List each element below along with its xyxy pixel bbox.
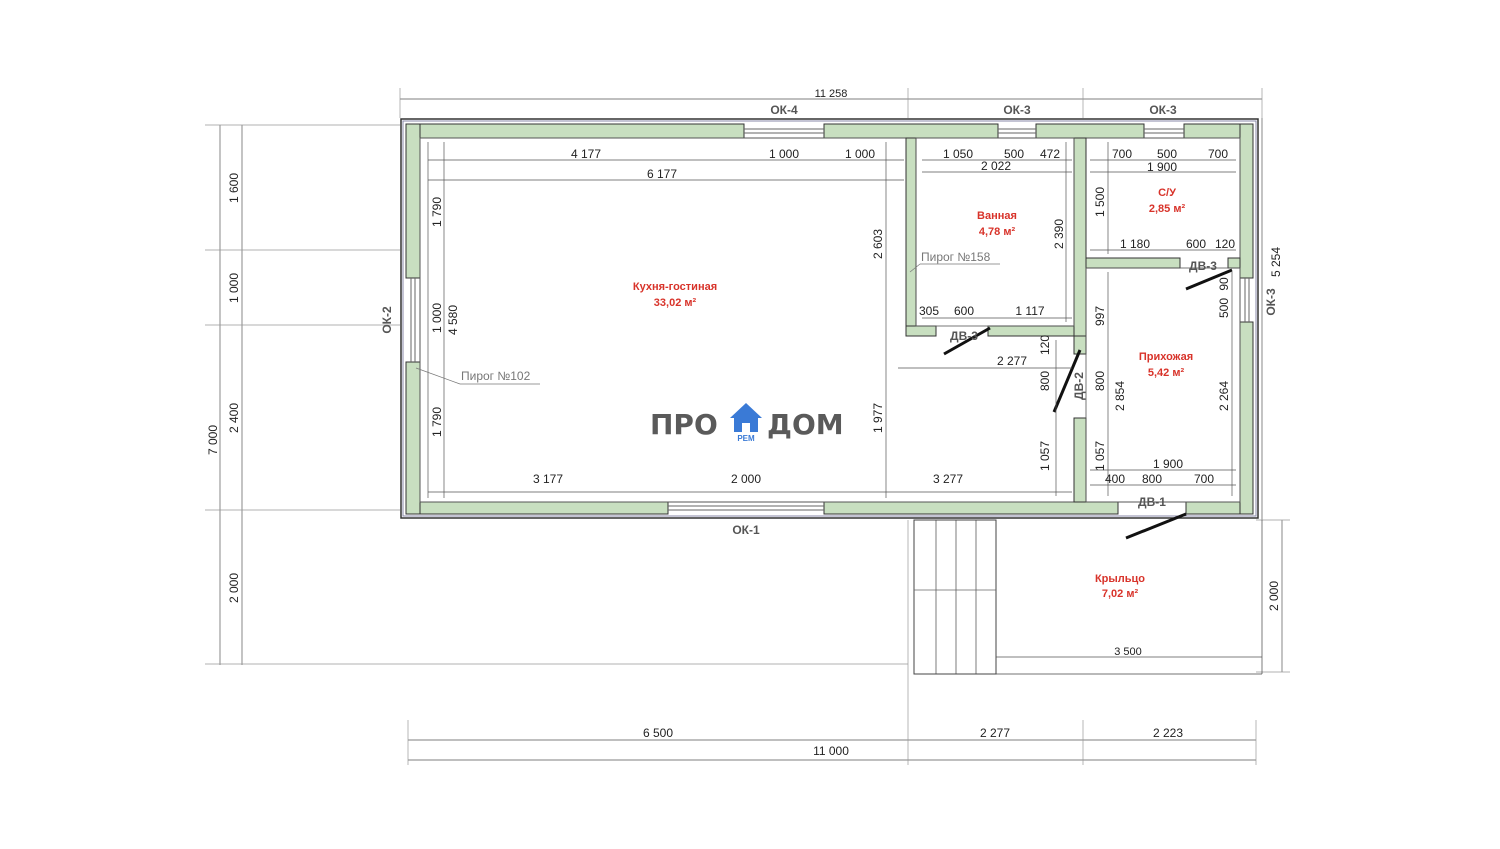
door-swings — [943, 268, 1233, 540]
dim-b-top-b: 500 — [1004, 147, 1024, 161]
dim-bottom-b: 2 277 — [980, 726, 1010, 740]
window-label-ok3-c: ОК-3 — [1264, 288, 1278, 316]
room-hall-name: Прихожая — [1139, 351, 1193, 363]
door-label-dv2: ДВ-2 — [1072, 372, 1086, 400]
dim-left-total: 7 000 — [206, 425, 220, 455]
room-porch-area: 7,02 м² — [1102, 588, 1139, 600]
window-label-ok4: ОК-4 — [770, 103, 798, 117]
dim-b-bot-b: 600 — [954, 304, 974, 318]
dim-k-mid-a: 2 603 — [871, 229, 885, 259]
window-label-ok3-b: ОК-3 — [1149, 103, 1177, 117]
dim-h-d: 800 — [1093, 371, 1107, 391]
dim-k-top-a: 4 177 — [571, 147, 601, 161]
dim-h-f: 1 057 — [1093, 441, 1107, 471]
dim-left-b: 1 000 — [227, 273, 241, 303]
dim-right-total: 5 254 — [1269, 247, 1283, 277]
dim-h-h: 2 264 — [1217, 381, 1231, 411]
room-kitchen-area: 33,02 м² — [654, 297, 697, 309]
dim-h-j: 90 — [1217, 277, 1231, 291]
door-label-dv1: ДВ-1 — [1138, 495, 1166, 509]
dim-h-bot-a: 400 — [1105, 472, 1125, 486]
room-kitchen-name: Кухня-гостиная — [633, 281, 717, 293]
room-porch-name: Крыльцо — [1095, 573, 1145, 585]
dim-k-top-b: 1 000 — [769, 147, 799, 161]
dim-h-c: 800 — [1038, 371, 1052, 391]
window-label-ok2: ОК-2 — [380, 306, 394, 334]
dim-bottom-a: 6 500 — [643, 726, 673, 740]
dim-k-left-total: 4 580 — [446, 305, 460, 335]
overall-dimensions: 11 258 6 500 2 277 2 223 11 000 7 000 1 … — [205, 88, 1290, 765]
dim-k-top-total: 6 177 — [647, 167, 677, 181]
dim-b-height: 2 390 — [1052, 219, 1066, 249]
note-pie102: Пирог №102 — [461, 369, 531, 383]
dim-h-a: 997 — [1093, 306, 1107, 326]
dim-porch-width: 3 500 — [1114, 646, 1142, 658]
dim-k-left-c: 1 790 — [430, 407, 444, 437]
dim-bottom-total: 11 000 — [813, 744, 849, 758]
dim-h-i: 500 — [1217, 298, 1231, 318]
dim-w-bot-b: 600 — [1186, 237, 1206, 251]
dim-k-top-c: 1 000 — [845, 147, 875, 161]
window-label-ok3-a: ОК-3 — [1003, 103, 1031, 117]
dim-w-width: 1 900 — [1147, 160, 1177, 174]
room-bath-area: 4,78 м² — [979, 226, 1016, 238]
house-icon — [730, 403, 762, 432]
dim-h-b: 120 — [1038, 335, 1052, 355]
note-pie158: Пирог №158 — [921, 250, 991, 264]
opening-labels: ОК-4 ОК-3 ОК-3 ОК-1 ОК-2 ОК-3 ДВ-3 ДВ-3 … — [380, 103, 1278, 537]
dim-b-bot-a: 305 — [919, 304, 939, 318]
dim-k-mid-b: 1 977 — [871, 403, 885, 433]
dim-h-e: 1 057 — [1038, 441, 1052, 471]
room-hall-area: 5,42 м² — [1148, 367, 1185, 379]
walls — [400, 118, 1259, 519]
dim-k-bot-b: 2 000 — [731, 472, 761, 486]
dim-w-top-b: 500 — [1157, 147, 1177, 161]
logo-sub: РЕМ — [737, 434, 755, 443]
logo-text-left: ПРО — [650, 408, 718, 441]
dim-w-top-a: 700 — [1112, 147, 1132, 161]
dim-w-bot-c: 120 — [1215, 237, 1235, 251]
dim-left-d: 2 000 — [227, 573, 241, 603]
dim-left-c: 2 400 — [227, 403, 241, 433]
logo-text-right: ДОМ — [767, 408, 844, 441]
door-label-dv3-b: ДВ-3 — [1189, 259, 1217, 273]
dim-h-bot-w: 1 900 — [1153, 457, 1183, 471]
dim-b-top-c: 472 — [1040, 147, 1060, 161]
dim-right-porch: 2 000 — [1267, 581, 1281, 611]
interior-dimensions: 4 177 1 000 1 000 6 177 1 790 1 000 1 79… — [427, 142, 1236, 498]
dim-k-bot-c: 3 277 — [933, 472, 963, 486]
dim-b-top-a: 1 050 — [943, 147, 973, 161]
window-label-ok1: ОК-1 — [732, 523, 760, 537]
dim-w-top-c: 700 — [1208, 147, 1228, 161]
dim-h-g: 2 854 — [1113, 381, 1127, 411]
dim-bottom-c: 2 223 — [1153, 726, 1183, 740]
door-label-dv3-a: ДВ-3 — [950, 329, 978, 343]
room-wc-area: 2,85 м² — [1149, 203, 1186, 215]
porch: 3 500 — [913, 519, 1263, 675]
wall-notes: Пирог №102 Пирог №158 — [415, 250, 1000, 385]
dim-b-bot-c: 1 117 — [1015, 304, 1044, 318]
dim-k-bot-a: 3 177 — [533, 472, 563, 486]
dim-top-total: 11 258 — [815, 88, 848, 100]
dim-corridor: 2 277 — [997, 354, 1027, 368]
dim-w-height: 1 500 — [1093, 187, 1107, 217]
dim-h-bot-c: 700 — [1194, 472, 1214, 486]
dim-b-width: 2 022 — [981, 159, 1011, 173]
logo: ПРО РЕМ ДОМ — [650, 403, 844, 443]
room-labels: Кухня-гостиная 33,02 м² Ванная 4,78 м² С… — [633, 187, 1193, 600]
dim-k-left-b: 1 000 — [430, 303, 444, 333]
dim-left-a: 1 600 — [227, 173, 241, 203]
dim-k-left-a: 1 790 — [430, 197, 444, 227]
room-wc-name: С/У — [1158, 187, 1176, 199]
dim-h-bot-b: 800 — [1142, 472, 1162, 486]
room-bath-name: Ванная — [977, 210, 1017, 222]
dim-w-bot-a: 1 180 — [1120, 237, 1150, 251]
